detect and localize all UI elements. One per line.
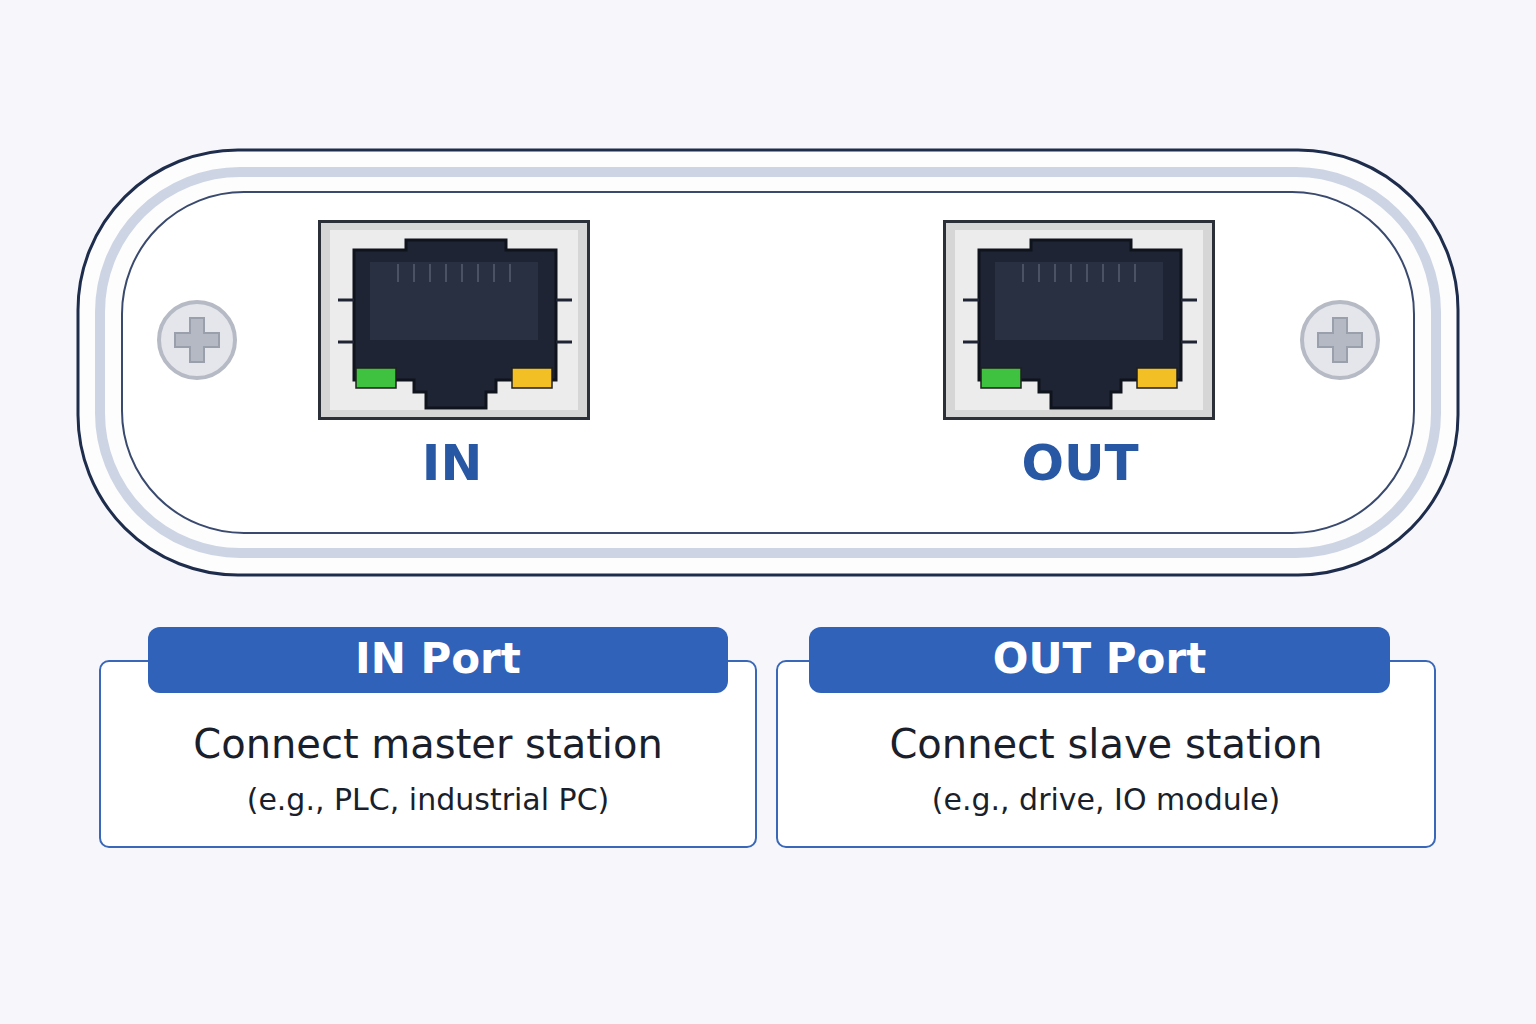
screw: [159, 302, 235, 378]
callout-heading: IN Port: [148, 627, 728, 693]
callout-example: (e.g., PLC, industrial PC): [117, 782, 739, 818]
callout-heading: OUT Port: [809, 627, 1390, 693]
panel-bezel: [100, 172, 1436, 553]
port-callout: IN PortConnect master station(e.g., PLC,…: [99, 660, 757, 848]
callout-text: Connect master station: [117, 720, 739, 768]
callout-example: (e.g., drive, IO module): [794, 782, 1418, 818]
device-panel: [78, 150, 1458, 575]
callout-text: Connect slave station: [794, 720, 1418, 768]
port-label: OUT: [1021, 438, 1138, 488]
rj45-port: [945, 222, 1214, 419]
panel-face: [122, 192, 1414, 533]
screw: [1302, 302, 1378, 378]
port-callout: OUT PortConnect slave station(e.g., driv…: [776, 660, 1436, 848]
rj45-port: [320, 222, 589, 419]
port-label: IN: [422, 438, 482, 488]
